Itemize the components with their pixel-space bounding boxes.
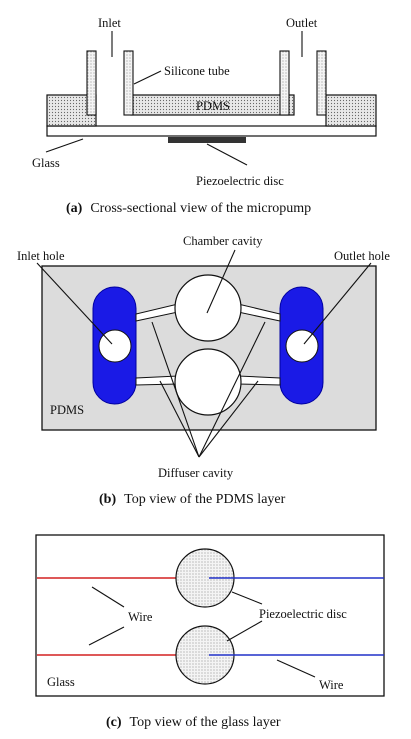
panel-c-glass-top-view: Wire Piezoelectric disc Glass Wire (c) T…: [35, 534, 385, 730]
wire-right-label: Wire: [319, 678, 344, 692]
diffuser-leader-2: [159, 380, 200, 458]
inlet-hole-leader: [36, 262, 113, 345]
caption-a-tag: (a): [66, 201, 83, 216]
pdms-layer-label: PDMS: [50, 403, 84, 417]
caption-b-tag: (b): [99, 492, 116, 507]
diffuser-bottom-right: [237, 375, 281, 386]
caption-b-text: Top view of the PDMS layer: [124, 492, 286, 507]
piezo-leader-bottom: [226, 620, 263, 642]
caption-c-text: Top view of the glass layer: [130, 715, 281, 730]
glass-label: Glass: [32, 156, 60, 170]
diffuser-cavity-label: Diffuser cavity: [158, 466, 234, 480]
glass-leader: [45, 138, 84, 153]
silicone-tube-label: Silicone tube: [164, 64, 230, 78]
panel-b-pdms-top-view: Chamber cavity Inlet hole Outlet hole PD…: [17, 234, 390, 507]
silicone-tube-inlet-left: [86, 50, 97, 116]
glass-slide: [46, 125, 377, 137]
caption-b: (b) Top view of the PDMS layer: [99, 490, 286, 507]
caption-a: (a) Cross-sectional view of the micropum…: [66, 199, 311, 216]
piezo-disc-c-label: Piezoelectric disc: [259, 607, 347, 621]
piezo-disc-label: Piezoelectric disc: [196, 174, 284, 188]
chamber-cavity-top: [174, 274, 242, 342]
silicone-tube-outlet-left: [279, 50, 290, 116]
caption-a-text: Cross-sectional view of the micropump: [90, 201, 311, 216]
piezo-leader: [206, 143, 248, 166]
chamber-cavity-bottom: [174, 348, 242, 416]
silicone-tube-leader: [133, 70, 162, 85]
caption-c-tag: (c): [106, 715, 122, 730]
diffuser-leader-1: [151, 321, 200, 458]
silicone-tube-outlet-right: [316, 50, 327, 116]
inlet-hole-label: Inlet hole: [17, 249, 65, 263]
inlet-label: Inlet: [98, 16, 121, 30]
pdms-right-block: [325, 94, 377, 127]
diffuser-leader-4: [198, 321, 266, 458]
caption-c: (c) Top view of the glass layer: [106, 713, 281, 730]
outlet-hole: [285, 329, 319, 363]
pdms-label: PDMS: [196, 99, 230, 113]
piezo-disc-bar: [168, 137, 246, 143]
wire-left-leader-bottom: [88, 626, 125, 646]
outlet-hole-label: Outlet hole: [334, 249, 390, 263]
wire-left-label: Wire: [128, 610, 153, 624]
outlet-hole-leader: [303, 262, 372, 345]
silicone-tube-inlet-right: [123, 50, 134, 116]
chamber-cavity-label: Chamber cavity: [183, 234, 263, 248]
chamber-cavity-leader: [206, 249, 236, 314]
diffuser-leader-3: [198, 380, 259, 458]
wire-left-leader-top: [91, 586, 125, 608]
piezo-leader-top: [231, 591, 263, 605]
glass-layer-label: Glass: [47, 675, 75, 689]
outlet-label: Outlet: [286, 16, 318, 30]
wire-right-leader: [276, 659, 316, 678]
panel-a-cross-section: Inlet Outlet Silicone tube PDMS Glass Pi…: [32, 16, 377, 216]
